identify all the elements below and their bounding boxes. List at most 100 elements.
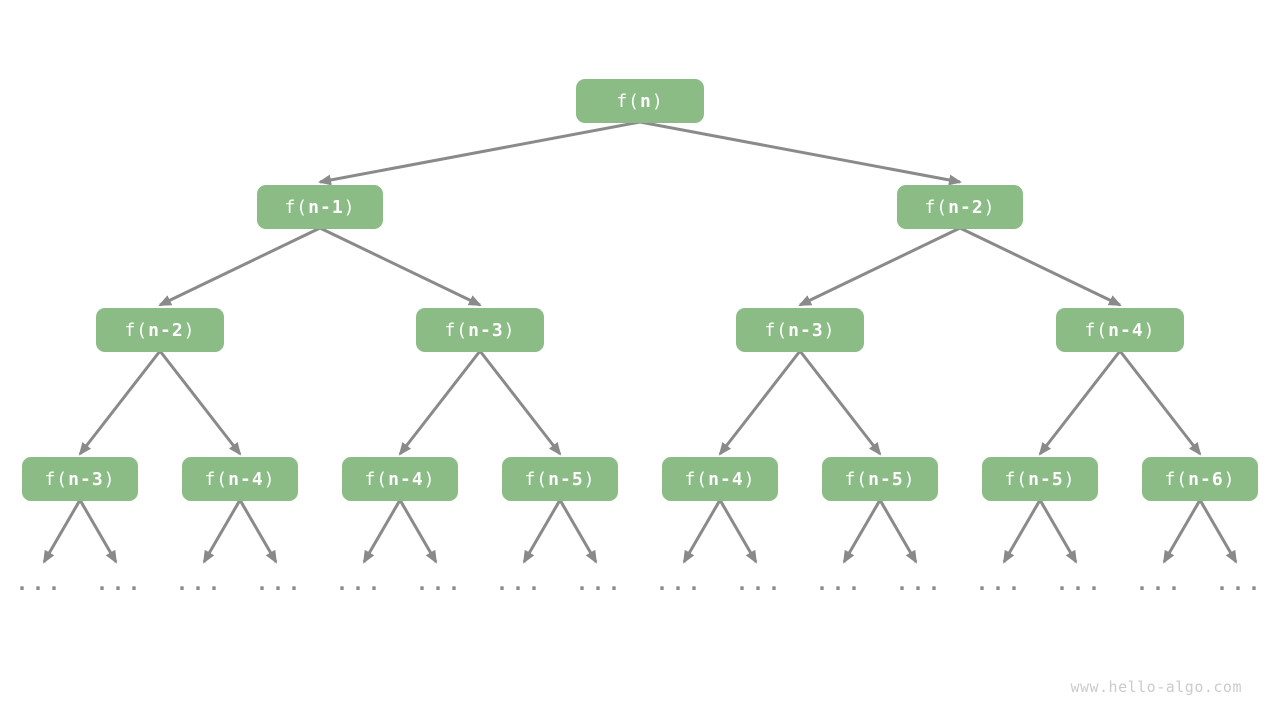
node-label-arg: n-6	[1188, 468, 1224, 490]
tree-node-l2-0: f(n-2)	[96, 308, 224, 352]
node-label-arg: n-1	[308, 196, 344, 218]
node-label-prefix: f(	[204, 468, 229, 490]
edge	[318, 120, 641, 186]
edge	[478, 350, 562, 456]
ellipsis-node-13: ...	[1055, 571, 1105, 595]
node-label-prefix: f(	[1084, 319, 1109, 341]
node-label-suffix: )	[1223, 468, 1236, 490]
ellipsis-node-9: ...	[735, 571, 785, 595]
ellipsis-node-7: ...	[575, 571, 625, 595]
tree-node-l2-2: f(n-3)	[736, 308, 864, 352]
node-label-suffix: )	[583, 468, 596, 490]
node-label-arg: n-5	[868, 468, 904, 490]
edge	[1162, 499, 1202, 564]
tree-node-l3-4: f(n-4)	[662, 457, 778, 501]
node-label-suffix: )	[903, 468, 916, 490]
node-label-suffix: )	[503, 319, 516, 341]
node-label-suffix: )	[1143, 319, 1156, 341]
node-label-prefix: f(	[844, 468, 869, 490]
tree-node-l3-3: f(n-5)	[502, 457, 618, 501]
node-label-suffix: )	[651, 90, 664, 112]
tree-node-l3-7: f(n-6)	[1142, 457, 1258, 501]
tree-node-l0-0: f(n)	[576, 79, 704, 123]
edge	[319, 226, 482, 307]
node-label-prefix: f(	[124, 319, 149, 341]
tree-node-l2-3: f(n-4)	[1056, 308, 1184, 352]
node-label-suffix: )	[103, 468, 116, 490]
edge	[959, 226, 1122, 307]
edge	[238, 499, 278, 564]
ellipsis-node-3: ...	[255, 571, 305, 595]
node-label-suffix: )	[263, 468, 276, 490]
edge	[1002, 499, 1042, 564]
node-label-suffix: )	[423, 468, 436, 490]
node-label-arg: n-4	[1108, 319, 1144, 341]
node-label-arg: n-4	[708, 468, 744, 490]
edge	[682, 499, 722, 564]
ellipsis-node-8: ...	[655, 571, 705, 595]
node-label-prefix: f(	[44, 468, 69, 490]
edge	[398, 350, 482, 456]
ellipsis-node-4: ...	[335, 571, 385, 595]
node-label-arg: n-5	[548, 468, 584, 490]
tree-node-l3-1: f(n-4)	[182, 457, 298, 501]
edge	[878, 499, 918, 564]
node-label-arg: n-4	[388, 468, 424, 490]
node-label-suffix: )	[1063, 468, 1076, 490]
node-label-arg: n-2	[148, 319, 184, 341]
edge	[78, 499, 118, 564]
node-label-suffix: )	[823, 319, 836, 341]
ellipsis-node-14: ...	[1135, 571, 1185, 595]
node-label-prefix: f(	[616, 90, 640, 112]
edge	[1198, 499, 1238, 564]
node-label-prefix: f(	[1004, 468, 1029, 490]
ellipsis-node-10: ...	[815, 571, 865, 595]
node-label-prefix: f(	[1164, 468, 1189, 490]
node-label-prefix: f(	[524, 468, 549, 490]
ellipsis-node-5: ...	[415, 571, 465, 595]
edge	[78, 350, 162, 456]
tree-node-l3-6: f(n-5)	[982, 457, 1098, 501]
edge	[558, 499, 598, 564]
ellipsis-node-11: ...	[895, 571, 945, 595]
node-label-arg: n-3	[788, 319, 824, 341]
edge	[1038, 499, 1078, 564]
node-label-arg: n-3	[68, 468, 104, 490]
node-label-suffix: )	[743, 468, 756, 490]
edge	[842, 499, 882, 564]
edge	[398, 499, 438, 564]
tree-node-l3-0: f(n-3)	[22, 457, 138, 501]
edge	[42, 499, 82, 564]
edge	[798, 350, 882, 456]
edge	[1118, 350, 1202, 456]
node-label-prefix: f(	[444, 319, 469, 341]
node-label-suffix: )	[183, 319, 196, 341]
node-label-suffix: )	[343, 196, 356, 218]
ellipsis-node-15: ...	[1215, 571, 1265, 595]
edge	[718, 499, 758, 564]
edge	[1038, 350, 1122, 456]
ellipsis-node-6: ...	[495, 571, 545, 595]
edge	[362, 499, 402, 564]
node-label-suffix: )	[983, 196, 996, 218]
edge	[158, 226, 321, 307]
node-label-arg: n	[640, 90, 652, 112]
edge	[522, 499, 562, 564]
node-label-prefix: f(	[284, 196, 309, 218]
edge	[202, 499, 242, 564]
ellipsis-node-2: ...	[175, 571, 225, 595]
node-label-arg: n-2	[948, 196, 984, 218]
ellipsis-node-0: ...	[15, 571, 65, 595]
ellipsis-node-12: ...	[975, 571, 1025, 595]
tree-node-l3-5: f(n-5)	[822, 457, 938, 501]
edge	[639, 120, 962, 186]
node-label-prefix: f(	[364, 468, 389, 490]
tree-node-l1-0: f(n-1)	[257, 185, 383, 229]
node-label-prefix: f(	[924, 196, 949, 218]
edge	[158, 350, 242, 456]
node-label-arg: n-4	[228, 468, 264, 490]
edge	[798, 226, 961, 307]
node-label-arg: n-5	[1028, 468, 1064, 490]
